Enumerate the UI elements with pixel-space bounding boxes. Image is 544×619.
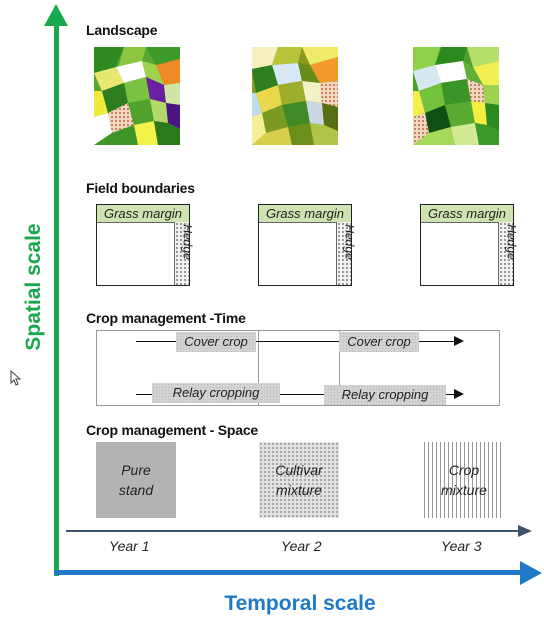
grass-margin-label: Grass margin (97, 205, 189, 223)
timeline-divider-1 (258, 330, 259, 406)
hedge-strip (336, 222, 351, 285)
landscape-map-1 (94, 47, 180, 145)
grass-margin-label: Grass margin (259, 205, 351, 223)
hedge-strip (498, 222, 513, 285)
temporal-axis-label: Temporal scale (224, 592, 376, 615)
timeline-divider-2 (339, 330, 340, 406)
year-axis-arrowhead (518, 525, 532, 537)
hedge-label: Hedge (342, 224, 357, 260)
landscape-map-3 (413, 47, 499, 145)
hedge-strip (174, 222, 189, 285)
relay-cropping-label-2: Relay cropping (324, 385, 446, 405)
cover-crop-arrowhead (454, 336, 464, 346)
field-boundaries-title: Field boundaries (86, 180, 195, 196)
cultivar-mixture-box: Cultivar mixture (259, 442, 339, 518)
pure-stand-label-line1: Pure (121, 462, 151, 478)
crop-mixture-box: Crop mixture (424, 442, 504, 518)
pure-stand-label-line2: stand (118, 482, 154, 498)
field-boundary-2: Grass margin Hedge (258, 204, 356, 286)
cultivar-mixture-label-line2: mixture (276, 482, 322, 498)
crop-mixture-label-line2: mixture (441, 482, 487, 498)
cover-crop-arrow-line (136, 341, 454, 342)
mouse-cursor-icon (10, 370, 22, 386)
spatial-axis-label: Spatial scale (22, 223, 45, 351)
relay-cropping-arrowhead (454, 389, 464, 399)
field-boundary-1: Grass margin Hedge (96, 204, 194, 286)
landscape-title: Landscape (86, 22, 158, 38)
cultivar-mixture-label-line1: Cultivar (275, 462, 323, 478)
field-boundary-3: Grass margin Hedge (420, 204, 518, 286)
spatial-axis-arrowhead (44, 4, 68, 26)
landscape-map-2 (252, 47, 338, 145)
spatial-axis-line (54, 22, 59, 576)
relay-cropping-arrow-line (136, 394, 454, 395)
year-axis-line (66, 530, 518, 532)
crop-mixture-label-line1: Crop (448, 462, 480, 478)
crop-space-title: Crop management - Space (86, 422, 258, 438)
timeline-frame (96, 330, 500, 406)
temporal-axis-arrowhead (520, 561, 542, 585)
crop-time-title: Crop management -Time (86, 310, 246, 326)
hedge-label: Hedge (180, 224, 195, 260)
cover-crop-label-1: Cover crop (176, 332, 256, 352)
hedge-label: Hedge (504, 224, 519, 260)
grass-margin-label: Grass margin (421, 205, 513, 223)
cover-crop-label-2: Cover crop (339, 332, 419, 352)
pure-stand-box: Pure stand (96, 442, 176, 518)
year-3-label: Year 3 (441, 538, 482, 554)
year-1-label: Year 1 (109, 538, 150, 554)
relay-cropping-label-1: Relay cropping (152, 383, 280, 403)
year-2-label: Year 2 (281, 538, 322, 554)
temporal-axis-line (54, 570, 524, 575)
